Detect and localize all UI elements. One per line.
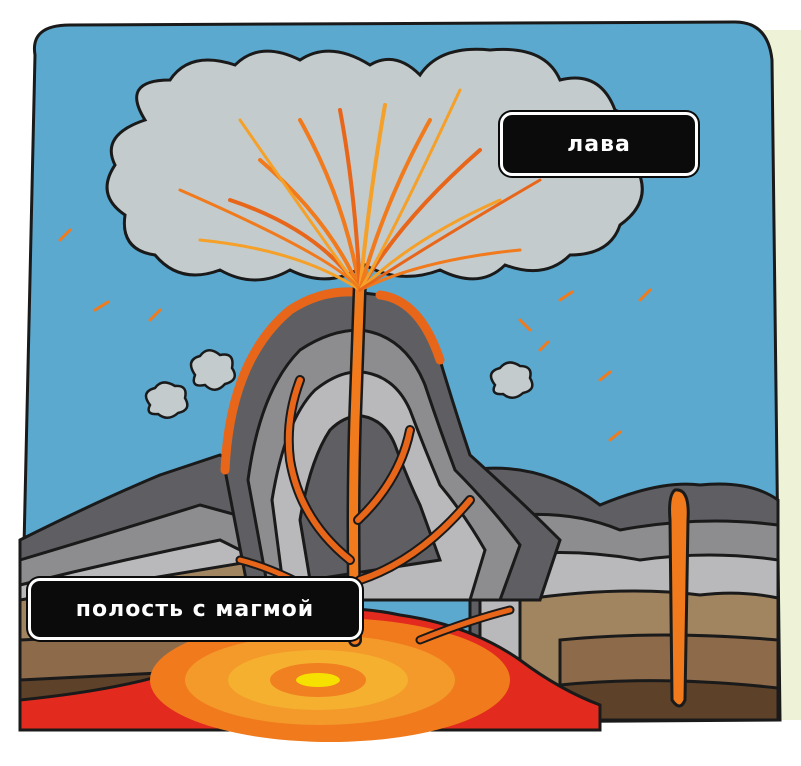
lava-label: лава (500, 112, 698, 176)
magma-chamber-label-text: полость с магмой (76, 597, 314, 622)
magma-chamber-label: полость с магмой (28, 578, 362, 640)
lava-label-text: лава (567, 132, 631, 157)
